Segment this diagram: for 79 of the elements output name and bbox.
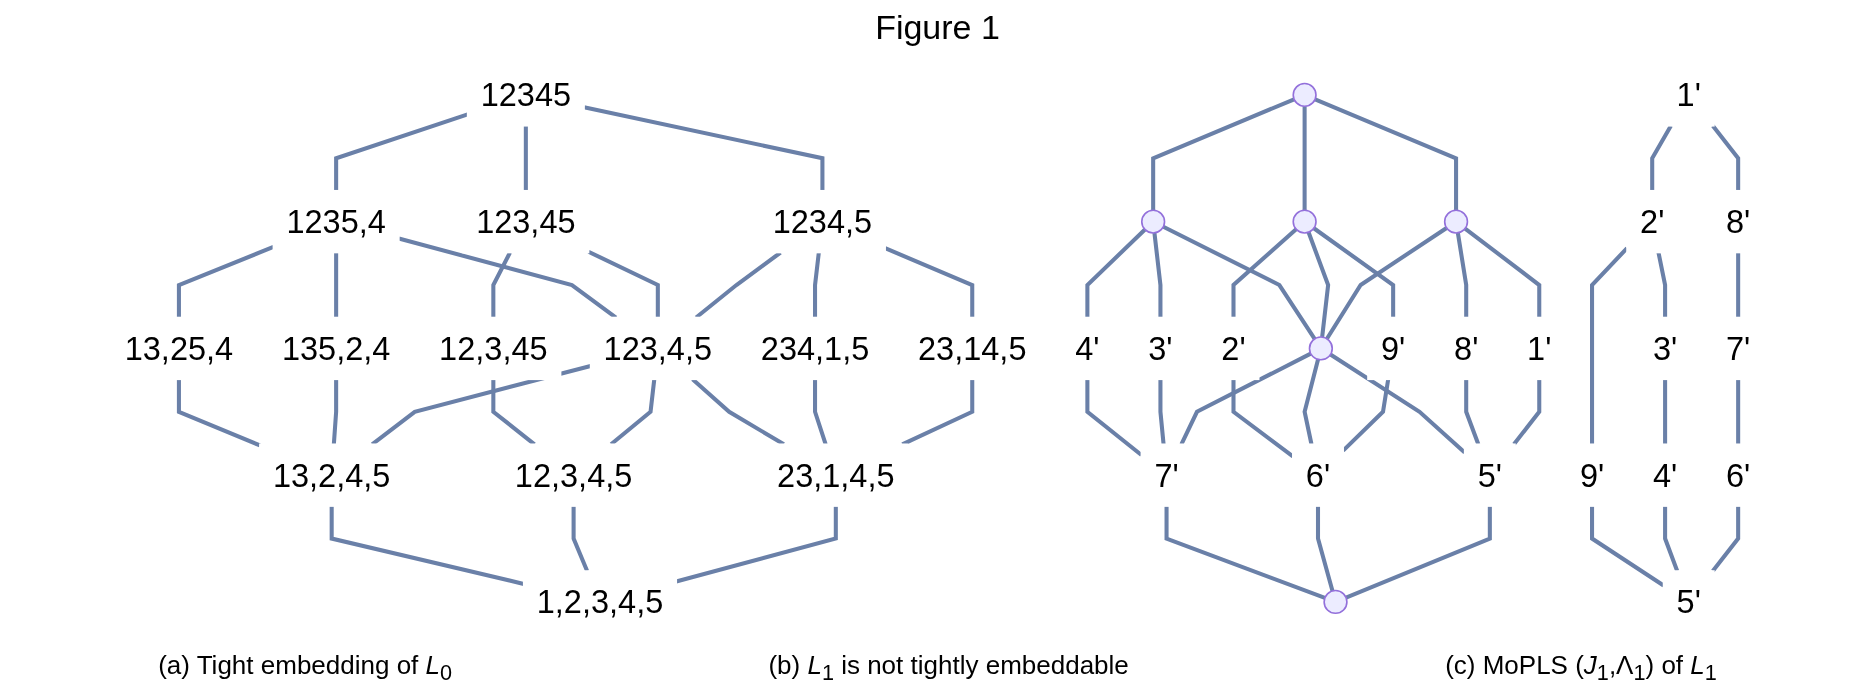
connector xyxy=(1663,506,1680,572)
connector xyxy=(813,252,821,318)
connector xyxy=(491,379,536,446)
panel-caption: (b) L$_{1}$ is not tightly embeddable xyxy=(768,649,1129,686)
connector xyxy=(1231,227,1298,318)
connector xyxy=(901,379,975,447)
connector xyxy=(1463,226,1542,318)
node-text: 8' xyxy=(1454,330,1479,367)
node-text: 1,2,3,4,5 xyxy=(536,584,664,620)
connector xyxy=(884,246,975,318)
connector xyxy=(1455,232,1469,318)
connector xyxy=(1315,506,1335,592)
node-text: 12345 xyxy=(480,77,572,113)
connector xyxy=(1345,506,1492,600)
connector xyxy=(587,249,660,318)
connector xyxy=(1590,246,1629,445)
connector xyxy=(1663,379,1668,445)
connector xyxy=(491,251,512,318)
panel-caption: (a) Tight embedding of L$_{0}$ xyxy=(158,649,453,686)
connector xyxy=(1158,379,1166,445)
connector xyxy=(1650,124,1673,191)
connector xyxy=(1152,232,1163,318)
node-text: 13,2,4,5 xyxy=(272,457,391,494)
node-text: 5' xyxy=(1477,457,1502,494)
connector xyxy=(1162,224,1317,340)
connector xyxy=(1736,379,1741,445)
node-text: 7' xyxy=(1726,330,1751,367)
node-text: 1234,5 xyxy=(772,203,873,240)
node-text: 23,1,4,5 xyxy=(777,457,895,494)
connector xyxy=(1164,506,1326,600)
node-text: 2' xyxy=(1640,203,1665,240)
node-text: 135,2,4 xyxy=(281,330,391,367)
connector xyxy=(523,125,528,191)
node-text: 8' xyxy=(1726,203,1751,240)
connector xyxy=(1325,226,1448,340)
connector xyxy=(1512,379,1542,446)
connector xyxy=(1302,106,1307,211)
node-text: 23,14,5 xyxy=(918,330,1027,367)
node-text: 4' xyxy=(1652,457,1678,494)
figure-title: Figure 1 xyxy=(875,8,1000,47)
connector xyxy=(1151,97,1295,211)
node-text: 6' xyxy=(1305,457,1331,494)
connector xyxy=(1314,97,1459,211)
node-text: 123,45 xyxy=(476,203,576,240)
connector xyxy=(813,379,828,445)
node-text: 12,3,4,5 xyxy=(514,457,633,494)
connector xyxy=(1711,506,1741,573)
connector xyxy=(1302,358,1320,445)
node-circle xyxy=(1443,209,1469,234)
connector xyxy=(571,506,589,572)
connector xyxy=(1711,124,1741,191)
connector xyxy=(331,379,339,445)
node-text: 9' xyxy=(1579,457,1605,494)
connector xyxy=(1085,228,1147,318)
connector xyxy=(1736,252,1741,318)
panel-caption: (c) MoPLS (J$_{1}$,Λ$_{1}$) of L$_{1}$ xyxy=(1445,649,1717,686)
node-text: 13,25,4 xyxy=(124,330,234,367)
node-circle xyxy=(1323,589,1348,615)
node-text: 1235,4 xyxy=(286,203,386,240)
node-circle xyxy=(1140,209,1166,234)
node-text: 5' xyxy=(1676,584,1701,620)
node-text: 6' xyxy=(1726,457,1751,494)
connector xyxy=(1656,252,1668,318)
node-text: 4' xyxy=(1075,330,1100,367)
connector xyxy=(334,252,339,318)
node-text: 3' xyxy=(1148,330,1173,367)
node-text: 1' xyxy=(1676,77,1701,113)
connector xyxy=(1179,351,1312,446)
node-text: 234,1,5 xyxy=(760,330,870,367)
node-circle xyxy=(1292,209,1317,234)
connector xyxy=(1312,226,1396,318)
node-circle xyxy=(1308,336,1334,361)
node-text: 3' xyxy=(1652,330,1678,367)
node-circle xyxy=(1292,82,1317,108)
connector xyxy=(1306,231,1331,338)
connector xyxy=(609,379,657,446)
node-text: 1' xyxy=(1527,330,1552,367)
connector xyxy=(176,379,261,448)
connector xyxy=(1464,379,1481,445)
